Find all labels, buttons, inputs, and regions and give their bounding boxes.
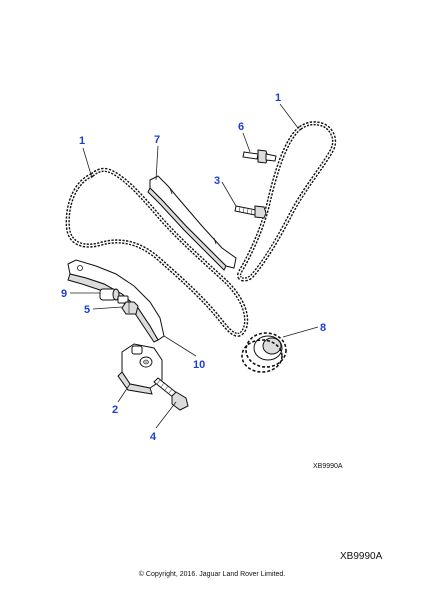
callout-1-secondary-chain[interactable]: 1 bbox=[275, 92, 281, 104]
tensioner-blade[interactable] bbox=[67, 259, 165, 343]
diagram-ref-small: XB9990A bbox=[313, 463, 343, 470]
callouts: 1 1 7 6 3 9 5 10 8 2 4 bbox=[61, 92, 326, 443]
callout-10-tensioner-blade[interactable]: 10 bbox=[193, 359, 205, 371]
chain-guide[interactable] bbox=[147, 175, 237, 271]
callout-4-bolt[interactable]: 4 bbox=[150, 431, 157, 443]
leader-lines bbox=[70, 103, 319, 429]
timing-chain-primary[interactable] bbox=[65, 167, 249, 337]
guide-bolt-long[interactable] bbox=[234, 205, 267, 219]
crankshaft-sprocket[interactable] bbox=[241, 332, 287, 373]
tensioner-blade-bolt[interactable] bbox=[117, 295, 139, 315]
pivot-pin[interactable] bbox=[99, 288, 120, 301]
chain-tensioner[interactable] bbox=[117, 343, 163, 395]
callout-9-pivot-pin[interactable]: 9 bbox=[61, 288, 67, 300]
copyright-notice: © Copyright, 2016. Jaguar Land Rover Lim… bbox=[139, 570, 285, 578]
callout-5-bolt[interactable]: 5 bbox=[84, 304, 90, 316]
callout-8-sprocket[interactable]: 8 bbox=[320, 322, 326, 334]
stud-bolt[interactable] bbox=[242, 149, 277, 164]
callout-1-primary-chain[interactable]: 1 bbox=[79, 135, 85, 147]
callout-2-chain-tensioner[interactable]: 2 bbox=[112, 404, 118, 416]
callout-7-chain-guide[interactable]: 7 bbox=[154, 134, 160, 146]
diagram-ref: XB9990A bbox=[340, 551, 383, 562]
tensioner-bolt[interactable] bbox=[153, 377, 189, 411]
callout-6-stud-bolt[interactable]: 6 bbox=[238, 121, 244, 133]
timing-chain-secondary[interactable] bbox=[237, 121, 337, 282]
callout-3-bolt[interactable]: 3 bbox=[214, 175, 220, 187]
